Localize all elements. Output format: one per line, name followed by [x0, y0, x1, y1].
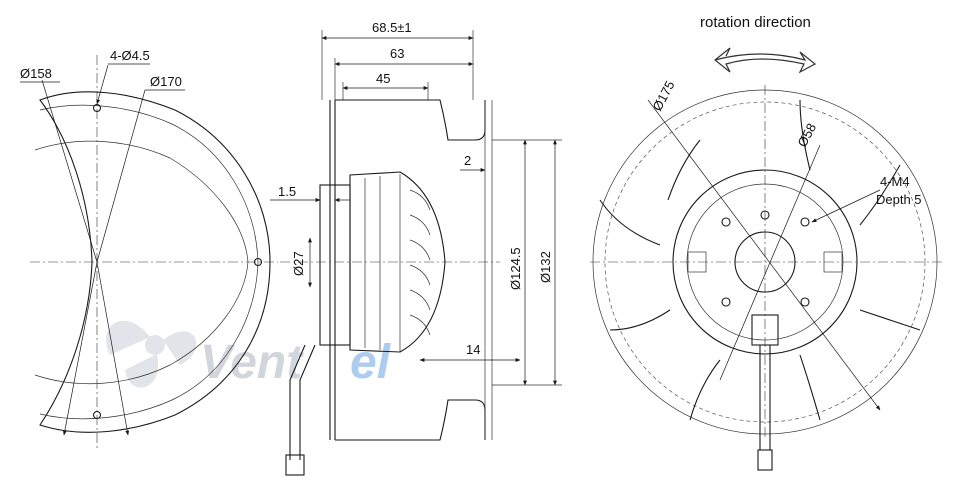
impeller-blades	[599, 99, 921, 421]
dim-impeller-diameter: Ø175	[649, 78, 677, 113]
watermark-text-2: el	[350, 336, 392, 389]
dim-shaft-diameter: Ø27	[291, 251, 306, 276]
dim-offset-14: 14	[466, 342, 480, 357]
dim-offset-2: 2	[464, 153, 471, 168]
front-flange-view	[20, 55, 278, 450]
motor-fins	[409, 189, 431, 336]
watermark-text-1: Vent	[200, 336, 304, 389]
rotation-arrow-icon	[714, 47, 817, 74]
dim-inner-diameter: Ø124.5	[508, 247, 523, 290]
dim-flange-length: 63	[390, 46, 404, 61]
rotation-direction-label: rotation direction	[700, 14, 811, 31]
impeller-front-view	[590, 85, 945, 471]
side-section-view	[270, 30, 562, 476]
dim-hub-diameter: Ø58	[794, 121, 819, 150]
dim-outer-diameter: Ø132	[538, 251, 553, 283]
dim-bolt-circle-170: Ø170	[150, 74, 182, 89]
dim-thread-spec: 4-M4	[880, 174, 910, 189]
watermark-logo: Vent el	[105, 320, 392, 389]
dim-outer-diameter-158: Ø158	[20, 66, 52, 81]
dim-overall-length: 68.5±1	[372, 20, 412, 35]
dim-thread-depth: Depth 5	[876, 192, 922, 207]
dim-mounting-holes: 4-Ø4.5	[110, 48, 150, 63]
dim-inner-length: 45	[376, 71, 390, 86]
dim-flange-thickness: 1.5	[278, 184, 296, 199]
